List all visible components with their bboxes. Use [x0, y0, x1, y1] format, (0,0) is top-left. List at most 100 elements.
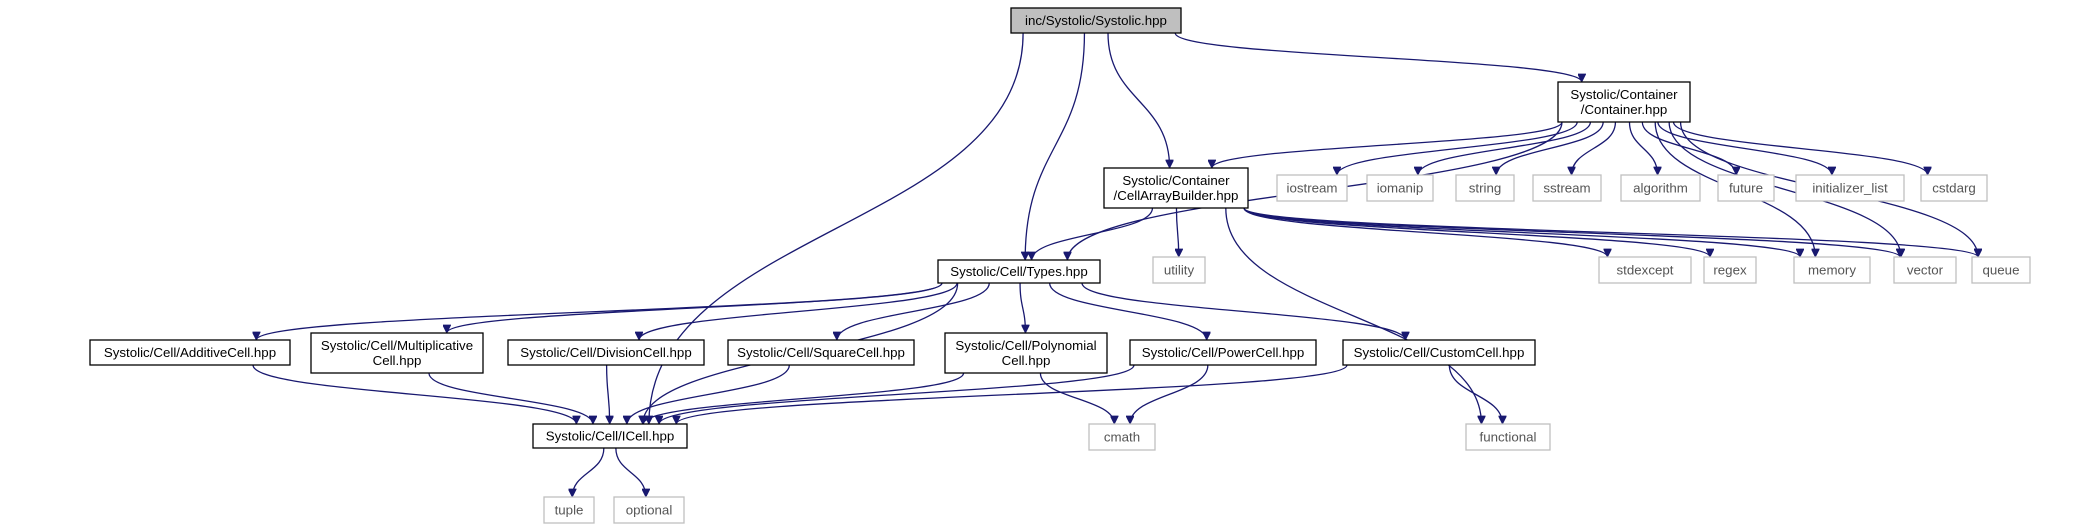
node-cmath: cmath: [1088, 423, 1156, 451]
node-box-division: [507, 339, 705, 366]
node-label-custom-0: Systolic/Cell/CustomCell.hpp: [1354, 345, 1525, 360]
node-box-regex: [1703, 256, 1757, 284]
edge-path-types-to-division: [639, 282, 958, 340]
edge-cellarraybuilder-to-stdexcept: [1243, 207, 1607, 257]
edge-container-to-cstdarg: [1672, 121, 1928, 175]
node-box-custom: [1342, 339, 1536, 366]
edge-cellarraybuilder-to-regex: [1243, 207, 1710, 257]
node-power[interactable]: Systolic/Cell/PowerCell.hpp: [1129, 339, 1317, 366]
node-label-polynomial-0: Systolic/Cell/Polynomial: [955, 338, 1096, 353]
node-label-polynomial-1: Cell.hpp: [1002, 353, 1051, 368]
edge-types-to-power: [1048, 282, 1207, 340]
node-container[interactable]: Systolic/Container/Container.hpp: [1557, 81, 1691, 123]
node-algorithm: algorithm: [1620, 174, 1701, 202]
edge-division-to-icell: [607, 364, 610, 424]
edge-types-to-polynomial: [1019, 282, 1025, 333]
edge-custom-to-functional: [1448, 364, 1502, 424]
node-cellarraybuilder[interactable]: Systolic/Container/CellArrayBuilder.hpp: [1103, 167, 1249, 209]
edge-path-custom-to-functional: [1448, 364, 1502, 424]
node-label-icell-0: Systolic/Cell/ICell.hpp: [546, 429, 675, 444]
edge-path-types-to-power: [1048, 282, 1207, 340]
edge-path-icell-to-optional: [615, 447, 646, 497]
edge-path-types-to-custom: [1081, 282, 1405, 340]
node-label-queue-0: queue: [1983, 263, 2020, 278]
edge-container-to-algorithm: [1628, 121, 1657, 175]
edge-path-polynomial-to-cmath: [1039, 372, 1114, 424]
edge-container-to-iostream: [1337, 121, 1578, 175]
edges-layer: [252, 32, 1978, 497]
node-optional: optional: [613, 496, 685, 524]
edge-path-container-to-cstdarg: [1672, 121, 1928, 175]
node-label-iostream-0: iostream: [1287, 181, 1338, 196]
node-additive[interactable]: Systolic/Cell/AdditiveCell.hpp: [89, 339, 291, 366]
edge-polynomial-to-cmath: [1039, 372, 1114, 424]
edge-path-container-to-initializer_list: [1657, 121, 1832, 175]
node-future: future: [1717, 174, 1775, 202]
node-stdexcept: stdexcept: [1598, 256, 1692, 284]
edge-path-systolic-to-types: [1025, 32, 1086, 260]
edge-types-to-custom: [1081, 282, 1405, 340]
node-box-future: [1717, 174, 1775, 202]
node-label-iomanip-0: iomanip: [1377, 181, 1424, 196]
edge-types-to-multiplicative: [447, 282, 943, 333]
node-label-systolic-0: inc/Systolic/Systolic.hpp: [1025, 13, 1167, 28]
node-label-cstdarg-0: cstdarg: [1932, 181, 1976, 196]
node-label-sstream-0: sstream: [1543, 181, 1590, 196]
edge-power-to-icell: [659, 364, 1135, 424]
node-icell[interactable]: Systolic/Cell/ICell.hpp: [532, 423, 688, 449]
node-box-cmath: [1088, 423, 1156, 451]
node-box-square: [727, 339, 915, 366]
edge-path-icell-to-tuple: [572, 447, 605, 497]
node-box-systolic: [1010, 7, 1182, 34]
node-initializer_list: initializer_list: [1795, 174, 1905, 202]
edge-path-cellarraybuilder-to-regex: [1243, 207, 1710, 257]
node-label-additive-0: Systolic/Cell/AdditiveCell.hpp: [104, 345, 276, 360]
node-box-polynomial: [944, 332, 1108, 374]
edge-path-additive-to-icell: [252, 364, 576, 424]
node-functional: functional: [1465, 423, 1551, 451]
node-label-regex-0: regex: [1713, 263, 1747, 278]
edge-additive-to-icell: [252, 364, 576, 424]
node-types[interactable]: Systolic/Cell/Types.hpp: [937, 259, 1101, 284]
edge-container-to-string: [1496, 121, 1604, 175]
edge-path-cellarraybuilder-to-utility: [1176, 207, 1178, 257]
edge-systolic-to-types: [1025, 32, 1086, 260]
node-label-container-0: Systolic/Container: [1570, 87, 1678, 102]
node-box-vector: [1893, 256, 1957, 284]
node-division[interactable]: Systolic/Cell/DivisionCell.hpp: [507, 339, 705, 366]
edge-path-cellarraybuilder-to-memory: [1243, 207, 1800, 257]
node-label-cellarraybuilder-0: Systolic/Container: [1122, 173, 1230, 188]
edge-multiplicative-to-icell: [428, 372, 593, 424]
node-tuple: tuple: [543, 496, 595, 524]
node-label-initializer_list-0: initializer_list: [1812, 181, 1888, 196]
node-systolic[interactable]: inc/Systolic/Systolic.hpp: [1010, 7, 1182, 34]
node-custom[interactable]: Systolic/Cell/CustomCell.hpp: [1342, 339, 1536, 366]
node-box-additive: [89, 339, 291, 366]
edge-types-to-additive: [256, 282, 943, 340]
edge-path-types-to-additive: [256, 282, 943, 340]
node-box-container: [1557, 81, 1691, 123]
edge-container-to-cellarraybuilder: [1212, 121, 1563, 168]
node-iostream: iostream: [1276, 174, 1348, 202]
node-box-string: [1455, 174, 1515, 202]
node-label-optional-0: optional: [626, 503, 673, 518]
edge-path-container-to-algorithm: [1628, 121, 1657, 175]
edge-cellarraybuilder-to-utility: [1176, 207, 1178, 257]
node-square[interactable]: Systolic/Cell/SquareCell.hpp: [727, 339, 915, 366]
edge-path-systolic-to-cellarraybuilder: [1107, 32, 1170, 168]
node-vector: vector: [1893, 256, 1957, 284]
edge-path-systolic-to-container: [1174, 32, 1582, 82]
node-label-memory-0: memory: [1808, 263, 1856, 278]
edge-path-power-to-cmath: [1130, 364, 1209, 424]
edge-container-to-vector: [1668, 121, 1901, 257]
edge-path-container-to-string: [1496, 121, 1604, 175]
edge-path-container-to-cellarraybuilder: [1212, 121, 1563, 168]
node-utility: utility: [1152, 256, 1206, 284]
edge-path-types-to-multiplicative: [447, 282, 943, 333]
node-box-utility: [1152, 256, 1206, 284]
edge-power-to-cmath: [1130, 364, 1209, 424]
node-cstdarg: cstdarg: [1920, 174, 1988, 202]
